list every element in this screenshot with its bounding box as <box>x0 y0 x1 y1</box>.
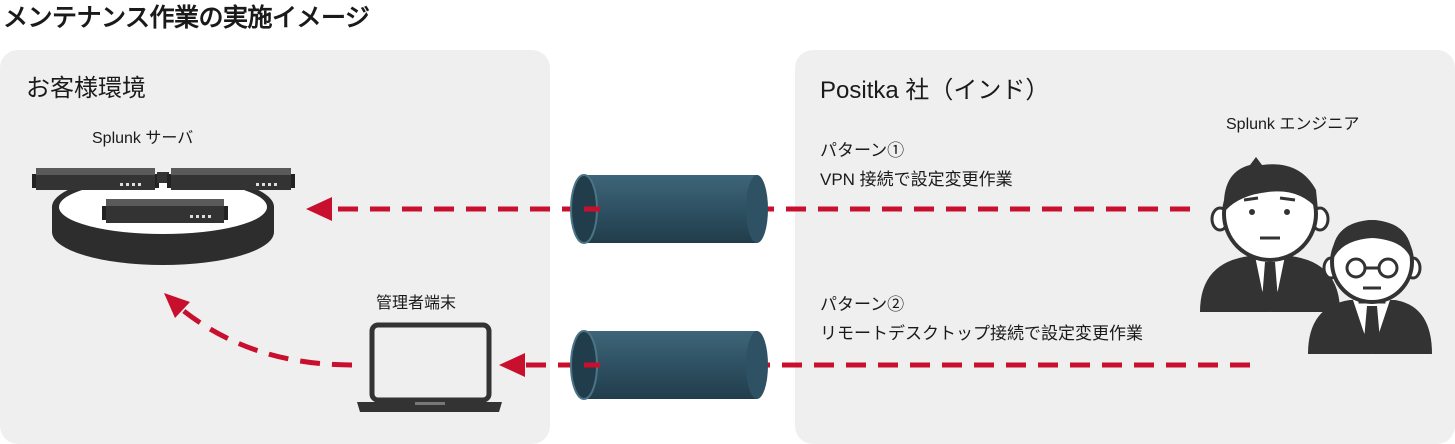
splunk-server-label: Splunk サーバ <box>92 130 194 147</box>
pattern-1-description: VPN 接続で設定変更作業 <box>820 170 1013 189</box>
splunk-engineer-label: Splunk エンジニア <box>1226 116 1360 133</box>
engineer-icon <box>1200 157 1340 312</box>
splunk-server-icon <box>32 168 295 265</box>
pattern-2-description: リモートデスクトップ接続で設定変更作業 <box>820 324 1143 343</box>
vpn-tunnel-icon <box>570 174 768 244</box>
pattern-2-arrow <box>499 353 1250 377</box>
pattern-1-label: パターン① <box>820 141 905 160</box>
laptop-icon <box>357 322 502 412</box>
page-title: メンテナンス作業の実施イメージ <box>3 3 370 32</box>
vendor-title: Positka 社（インド） <box>820 77 1050 104</box>
terminal-to-server-arrow <box>164 293 353 368</box>
pattern-2-label: パターン② <box>820 295 905 314</box>
customer-environment-title: お客様環境 <box>26 75 146 102</box>
server-unit-icon <box>102 199 228 223</box>
server-unit-icon <box>32 168 159 190</box>
rdp-tunnel-icon <box>570 330 768 400</box>
server-unit-icon <box>167 168 295 190</box>
engineer-with-glasses-icon <box>1308 220 1432 354</box>
admin-terminal-label: 管理者端末 <box>376 295 457 312</box>
